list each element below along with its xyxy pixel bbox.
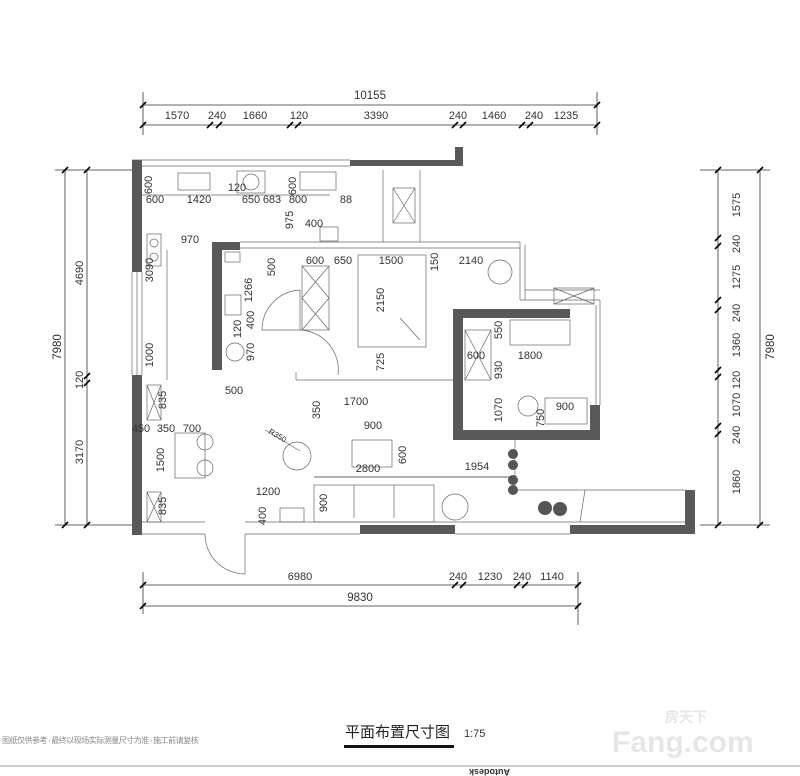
dim-label: 900 — [556, 401, 574, 413]
dim-top-seg: 3390 — [364, 110, 388, 122]
dim-label: 600 — [306, 255, 324, 267]
dim-bottom-seg: 1140 — [540, 571, 564, 583]
dim-top-seg: 1660 — [243, 110, 267, 122]
dim-label: 500 — [266, 258, 278, 276]
dim-label: 1954 — [465, 461, 489, 473]
dim-left-total: 7980 — [52, 334, 64, 360]
dim-bottom-total: 9830 — [347, 592, 373, 604]
dim-left-seg: 120 — [74, 371, 86, 389]
dim-right-seg: 240 — [731, 235, 743, 253]
dim-label: 1420 — [187, 194, 211, 206]
dim-label: 900 — [364, 420, 382, 432]
dim-label: 1500 — [379, 255, 403, 267]
dim-label: 835 — [157, 391, 169, 409]
dim-label: 400 — [245, 311, 257, 329]
dim-right-seg: 1860 — [731, 470, 743, 494]
dim-bottom-seg: 1230 — [478, 571, 502, 583]
dim-label: 400 — [305, 218, 323, 230]
dim-top-seg: 1460 — [482, 110, 506, 122]
dim-label: 550 — [493, 321, 505, 339]
dim-label: 2140 — [459, 255, 483, 267]
dim-left-seg: 4690 — [74, 261, 86, 285]
dim-top-seg: 120 — [290, 110, 308, 122]
dim-right-seg: 240 — [731, 426, 743, 444]
dim-label: 450 — [132, 423, 150, 435]
bottom-dimension-chain: 6980 240 1230 240 1140 9830 — [139, 571, 582, 625]
dim-label: 1070 — [493, 398, 505, 422]
dim-right-seg: 1360 — [731, 333, 743, 357]
left-dimension-chain: 7980 4690 120 3170 — [52, 166, 132, 529]
dim-right-seg: 240 — [731, 304, 743, 322]
dim-label: 700 — [183, 423, 201, 435]
dim-label: 500 — [225, 385, 243, 397]
living-furniture — [146, 384, 469, 575]
dim-right-total: 7980 — [765, 334, 777, 360]
dim-label: 350 — [311, 401, 323, 419]
title-underline — [344, 745, 454, 748]
dim-top-seg: 240 — [449, 110, 467, 122]
dim-bottom-seg: 6980 — [288, 571, 312, 583]
dim-label: 725 — [375, 353, 387, 371]
dim-right-seg: 120 — [731, 371, 743, 389]
dim-label: 150 — [429, 253, 441, 271]
bedroom-furniture — [301, 254, 513, 381]
dim-label: 120 — [232, 320, 244, 338]
dim-label: 970 — [245, 343, 257, 361]
plant-icons — [508, 449, 567, 516]
dim-label: 88 — [340, 194, 352, 206]
interior-dimensions: 600 600 1420 120 650 683 800 88 600 975 … — [132, 176, 574, 525]
watermark-logo: Fang.com — [612, 726, 754, 759]
dim-left-seg: 3170 — [74, 440, 86, 464]
dim-right-seg: 1575 — [731, 193, 743, 217]
dim-label: 600 — [397, 446, 409, 464]
dim-bottom-seg: 240 — [513, 571, 531, 583]
dim-label: 400 — [257, 507, 269, 525]
footer-text: Autodesk — [468, 767, 510, 776]
dim-label: 1266 — [243, 278, 255, 302]
dim-label: 600 — [467, 350, 485, 362]
dim-label: 3090 — [144, 258, 156, 282]
bathroom-fixtures — [224, 251, 339, 376]
dim-label: 120 — [228, 182, 246, 194]
dim-label: 970 — [181, 234, 199, 246]
dim-top-total: 10155 — [354, 90, 386, 102]
dim-label: 930 — [493, 361, 505, 379]
top-dimension-chain: 10155 1570 240 1660 120 3390 240 1460 24… — [139, 90, 601, 135]
dim-label: 683 — [263, 194, 281, 206]
dim-label: 1200 — [256, 486, 280, 498]
dim-top-seg: 1570 — [165, 110, 189, 122]
study-furniture — [509, 319, 588, 425]
dim-label: 750 — [535, 409, 547, 427]
dim-label: 800 — [289, 194, 307, 206]
dim-label: 975 — [284, 211, 296, 229]
left-note: 图纸仅供参考·最终以现场实际测量尺寸为准·施工前请复核 — [2, 735, 199, 746]
watermark-brand: 房天下 — [665, 709, 707, 725]
dim-label: 2150 — [375, 288, 387, 312]
kitchen-fixtures — [142, 170, 339, 380]
dim-bottom-seg: 240 — [449, 571, 467, 583]
dim-label: 900 — [318, 494, 330, 512]
dim-label: 2800 — [356, 463, 380, 475]
dim-label: 350 — [157, 423, 175, 435]
dim-label: 1700 — [344, 396, 368, 408]
dim-label: 600 — [143, 176, 155, 194]
dim-label: 600 — [146, 194, 164, 206]
dim-label: 1000 — [144, 343, 156, 367]
dim-right-seg: 1070 — [731, 393, 743, 417]
drawing-scale: 1:75 — [464, 728, 485, 740]
dim-label: 1800 — [518, 350, 542, 362]
right-dimension-chain: 7980 1575 240 1275 240 1360 120 1070 240… — [700, 166, 777, 529]
dim-top-seg: 240 — [208, 110, 226, 122]
dim-top-seg: 1235 — [554, 110, 578, 122]
dim-label: 1500 — [155, 448, 167, 472]
dim-top-seg: 240 — [525, 110, 543, 122]
dim-label: 650 — [334, 255, 352, 267]
dim-label: 650 — [242, 194, 260, 206]
walls — [132, 147, 695, 535]
dim-label: 600 — [287, 177, 299, 195]
drawing-title: 平面布置尺寸图 — [345, 723, 450, 741]
dim-label: 835 — [157, 497, 169, 515]
dim-right-seg: 1275 — [731, 265, 743, 289]
